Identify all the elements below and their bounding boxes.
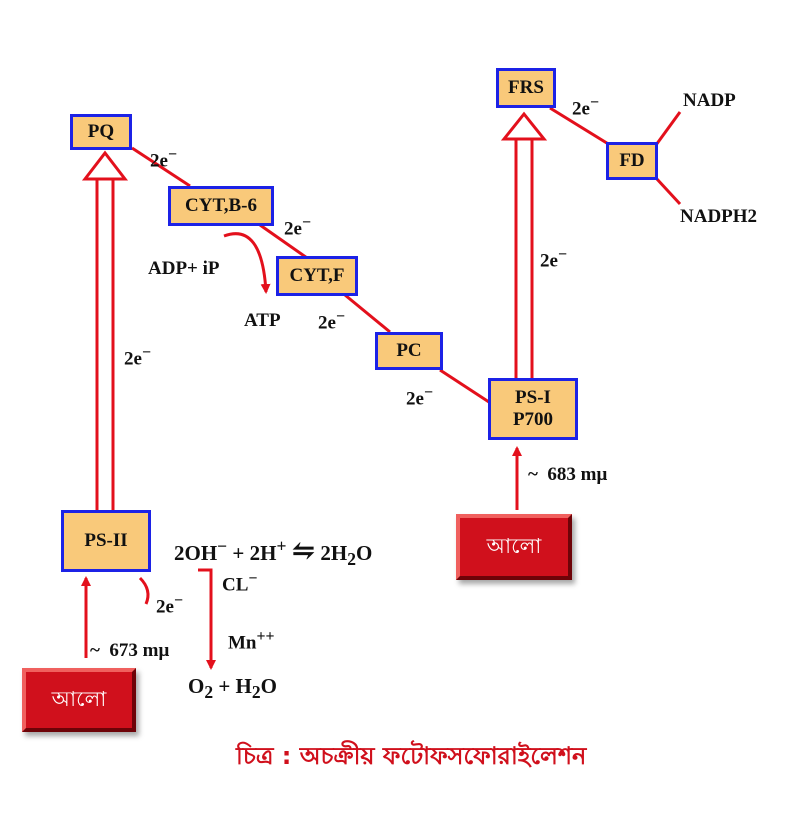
electron-sup: − <box>141 344 151 361</box>
electron-label-cytf-pc: 2e− <box>318 308 345 334</box>
water-electron-curve <box>138 576 150 605</box>
pc-label: PC <box>396 340 422 361</box>
adp-ip-label: ADP+ iP <box>148 258 220 279</box>
wavelength-ps2-label: ~ 673 mμ <box>90 640 169 662</box>
eq-h2o-sub: 2 <box>347 549 357 570</box>
mn-ion-label: Mn++ <box>228 628 275 654</box>
atp-label: ATP <box>244 310 281 331</box>
electron-label-cytb6-cytf: 2e− <box>284 214 311 240</box>
prod-plus-h: + H <box>213 674 252 698</box>
eq-h-sup: + <box>276 536 287 556</box>
wavelength-ps2-value: 673 mμ <box>109 640 170 661</box>
eq-oh: 2OH <box>174 541 218 565</box>
oxygen-water-product: O2 + H2O <box>188 674 277 703</box>
electron-text: 2e <box>156 596 174 618</box>
ps2-box: PS-II <box>61 510 151 572</box>
tilde-sign: ~ <box>90 640 100 661</box>
cyt-f-label: CYT,F <box>289 265 345 286</box>
figure-caption: চিত্র : অচক্রীয় ফটোফসফোরাইলেশন <box>236 742 587 770</box>
frs-box: FRS <box>496 68 556 108</box>
cl-ion-label: CL− <box>222 570 257 596</box>
atp-formation-arrow <box>223 232 271 294</box>
mn-text: Mn <box>228 632 257 654</box>
electron-label-ps2-pq: 2e− <box>124 344 151 370</box>
electron-sup: − <box>589 94 599 111</box>
electron-text: 2e <box>572 98 590 120</box>
electron-sup: − <box>301 214 311 231</box>
fd-label: FD <box>619 150 645 171</box>
electron-sup: − <box>557 246 567 263</box>
water-equation: 2OH− + 2H+ ⇋ 2H2O <box>174 534 372 570</box>
electron-sup: − <box>167 146 177 163</box>
electron-text: 2e <box>318 312 336 334</box>
ps1-label: PS-I <box>515 387 551 408</box>
link-cytb6-cytf <box>259 223 311 262</box>
cyt-b6-label: CYT,B-6 <box>185 195 257 216</box>
link-pq-cytb6 <box>131 146 191 188</box>
prod-o-end: O <box>260 674 277 698</box>
prod-o: O <box>188 674 205 698</box>
electron-label-frs-fd: 2e− <box>572 94 599 120</box>
electron-sup: − <box>173 592 183 609</box>
ps2-label: PS-II <box>84 530 128 551</box>
nadp-label: NADP <box>683 90 736 111</box>
electron-text: 2e <box>124 348 142 370</box>
ps1-to-frs-hollow-arrow <box>500 111 548 378</box>
eq-h2o-h: 2H <box>315 541 348 565</box>
cyt-f-box: CYT,F <box>276 256 358 296</box>
eq-oh-sup: − <box>217 536 228 556</box>
electron-text: 2e <box>406 388 424 410</box>
p700-label: P700 <box>512 409 554 430</box>
frs-label: FRS <box>508 77 544 98</box>
wavelength-ps1-value: 683 mμ <box>547 464 608 485</box>
electron-label-ps1-frs: 2e− <box>540 246 567 272</box>
eq-h2o-o: O <box>356 541 373 565</box>
eq-plus-h: + 2H <box>227 541 277 565</box>
cl-text: CL <box>222 574 249 596</box>
water-to-oxygen-arrow <box>198 568 216 670</box>
equilibrium-arrow-icon: ⇋ <box>291 536 316 567</box>
fd-box: FD <box>606 142 658 180</box>
prod-h-sub: 2 <box>251 682 261 703</box>
pc-box: PC <box>375 332 443 370</box>
pq-label: PQ <box>87 121 115 142</box>
link-frs-fd <box>549 106 611 147</box>
tilde-sign: ~ <box>528 464 538 485</box>
pq-box: PQ <box>70 114 132 150</box>
light-button-ps1: আলো <box>456 514 572 580</box>
link-pc-ps1 <box>439 368 493 406</box>
mn-sup: ++ <box>256 628 275 645</box>
link-fd-nadp <box>654 111 682 146</box>
prod-o-sub: 2 <box>204 682 214 703</box>
electron-label-water: 2e− <box>156 592 183 618</box>
link-cytf-pc <box>344 293 391 334</box>
electron-text: 2e <box>284 218 302 240</box>
wavelength-ps1-label: ~ 683 mμ <box>528 464 607 486</box>
ps2-to-pq-hollow-arrow <box>81 150 129 512</box>
electron-text: 2e <box>150 150 168 172</box>
cl-sup: − <box>248 570 258 587</box>
electron-sup: − <box>335 308 345 325</box>
link-fd-nadph2 <box>654 176 682 206</box>
electron-sup: − <box>423 384 433 401</box>
light-button-ps2: আলো <box>22 668 136 732</box>
nadph2-label: NADPH2 <box>680 206 758 227</box>
electron-label-pc-ps1: 2e− <box>406 384 433 410</box>
cyt-b6-box: CYT,B-6 <box>168 186 274 226</box>
ps1-box: PS-I P700 <box>488 378 578 440</box>
electron-text: 2e <box>540 250 558 272</box>
electron-label-pq-cytb6: 2e− <box>150 146 177 172</box>
